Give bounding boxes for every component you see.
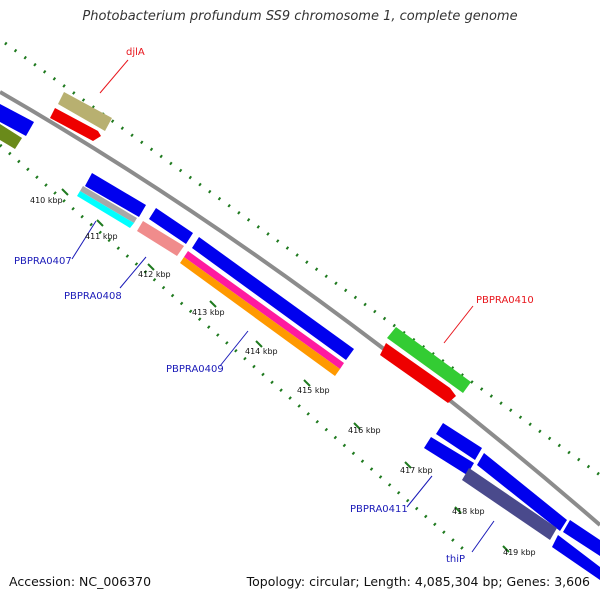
- gene-label-PBPRA0408: PBPRA0408: [64, 291, 122, 302]
- tick-label: 410 kbp: [30, 196, 63, 205]
- forward-strand-features: [0, 92, 471, 403]
- feature-PBPRA0407-cds: [80, 186, 137, 223]
- tick-label: 414 kbp: [245, 347, 278, 356]
- inner-tick-ring: [0, 143, 471, 557]
- feature-PBPRA0409-blue: [192, 237, 354, 360]
- tick-label: 416 kbp: [348, 426, 381, 435]
- gene-label-PBPRA0409: PBPRA0409: [166, 364, 224, 375]
- label-connectors: [71, 59, 495, 553]
- feature-PBPRA0409-orange: [180, 257, 340, 376]
- tick-label: 412 kbp: [138, 270, 171, 279]
- tick-label: 418 kbp: [452, 507, 485, 516]
- tick-label: 419 kbp: [503, 548, 536, 557]
- tick-label: 413 kbp: [192, 308, 225, 317]
- reverse-strand-features: [77, 173, 600, 580]
- feature-right-edge-blue: [563, 520, 600, 556]
- gene-label-thiP: thiP: [446, 554, 465, 565]
- accession-text: Accession: NC_006370: [9, 574, 152, 589]
- feature-right-edge-blue-2: [552, 535, 600, 580]
- gene-labels: djlA PBPRA0407 PBPRA0408 PBPRA0409 PBPRA…: [14, 47, 534, 565]
- feature-PBPRA0410-outer: [387, 327, 471, 393]
- feature-thiP-blue: [477, 453, 567, 531]
- feature-PBPRA0411-cds: [424, 437, 474, 475]
- feature-PBPRA0408-blue: [149, 208, 193, 244]
- feature-thiP-slate: [462, 468, 557, 540]
- topology-text: Topology: circular; Length: 4,085,304 bp…: [246, 574, 590, 589]
- kbp-tick-labels: 410 kbp 411 kbp 412 kbp 413 kbp 414 kbp …: [30, 196, 536, 557]
- feature-PBPRA0409-magenta: [184, 251, 344, 369]
- outer-tick-ring: [4, 41, 600, 477]
- feature-djlA-cds: [50, 108, 101, 141]
- feature-left-edge-darkgreen: [0, 124, 22, 149]
- feature-PBPRA0408-pink: [137, 221, 184, 256]
- feature-PBPRA0407-cyan: [77, 191, 134, 228]
- feature-PBPRA0410-cds: [380, 343, 456, 403]
- gene-label-djlA: djlA: [126, 47, 145, 58]
- feature-left-edge-blue: [0, 104, 34, 136]
- tick-label: 415 kbp: [297, 386, 330, 395]
- tick-label: 411 kbp: [85, 232, 118, 241]
- gene-label-PBPRA0410: PBPRA0410: [476, 295, 534, 306]
- feature-PBPRA0411-blue: [436, 423, 482, 460]
- feature-djlA-outer: [58, 92, 112, 131]
- gene-label-PBPRA0407: PBPRA0407: [14, 256, 72, 267]
- gene-label-PBPRA0411: PBPRA0411: [350, 504, 408, 515]
- chromosome-backbone: [0, 90, 600, 527]
- tick-label: 417 kbp: [400, 466, 433, 475]
- major-ticks: [61, 188, 510, 553]
- feature-PBPRA0407-outer: [85, 173, 146, 217]
- map-title: Photobacterium profundum SS9 chromosome …: [82, 9, 518, 24]
